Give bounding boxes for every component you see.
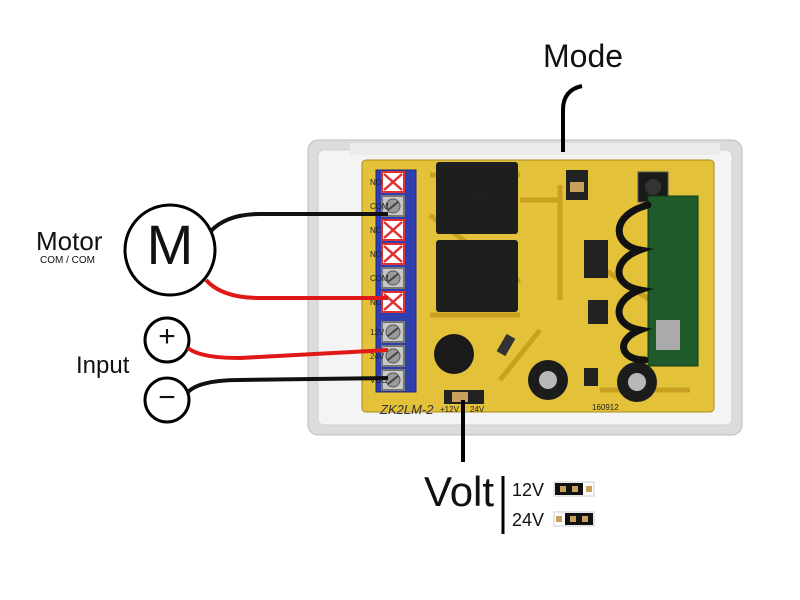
diode — [496, 333, 516, 357]
plus-terminal-symbol — [143, 316, 191, 364]
ic-chip-2 — [588, 300, 608, 324]
input-wire-black — [186, 376, 389, 394]
relay-2 — [436, 240, 518, 312]
rf-module — [647, 195, 699, 367]
volt-label: Volt — [424, 468, 495, 515]
svg-text:SRS: SRS — [470, 193, 486, 202]
terminal-label: VCC — [370, 376, 387, 385]
terminal-label: NO — [370, 178, 382, 187]
terminal-label: NC — [370, 226, 382, 235]
terminal-label: NC — [370, 298, 382, 307]
jumper-12v-icon — [553, 481, 595, 497]
motor-label: Motor — [36, 226, 103, 256]
ic-chip-1 — [584, 240, 608, 278]
mode-jumper — [566, 170, 588, 200]
board-date-code: 160912 — [592, 403, 619, 412]
motor-symbol — [123, 203, 217, 297]
relay-1: SRS — [436, 162, 518, 234]
jumper-12v-label: 12V — [512, 480, 545, 500]
terminal-3: NO — [370, 243, 405, 265]
motor-symbol-letter: M — [146, 213, 194, 276]
board-model-text: ZK2LM-2 — [379, 402, 434, 417]
jumper-24v-label: 24V — [512, 510, 545, 530]
volt-jumper — [444, 390, 484, 404]
terminal-4: COM — [370, 267, 405, 289]
mode-callout-line — [561, 84, 583, 152]
minus-sign: − — [158, 381, 176, 414]
plus-sign: + — [158, 320, 176, 353]
terminal-label: COM — [370, 274, 389, 283]
input-wire-red — [186, 346, 389, 361]
mode-label: Mode — [543, 38, 624, 74]
transistor — [584, 368, 598, 386]
minus-terminal-symbol — [143, 376, 191, 424]
motor-wire-red — [204, 278, 388, 300]
volt-mark-24: 24V — [470, 405, 485, 414]
terminal-label: NO — [370, 250, 382, 259]
terminal-6: 12V — [370, 321, 405, 343]
coil-antenna — [615, 201, 654, 364]
inductor — [434, 334, 474, 374]
jumper-24v-icon — [553, 511, 595, 527]
terminal-8: VCC — [370, 369, 405, 391]
terminal-1: COM — [370, 195, 405, 217]
terminal-2: NC — [370, 219, 405, 241]
volt-mark-12: +12V — [440, 405, 460, 414]
input-label: Input — [76, 352, 130, 379]
terminal-label: COM — [370, 202, 389, 211]
motor-sub-label: COM / COM — [40, 255, 95, 266]
terminal-label: 24V — [370, 352, 385, 361]
terminal-label: 12V — [370, 328, 385, 337]
motor-wire-black — [208, 212, 388, 234]
terminal-0: NO — [370, 171, 405, 193]
